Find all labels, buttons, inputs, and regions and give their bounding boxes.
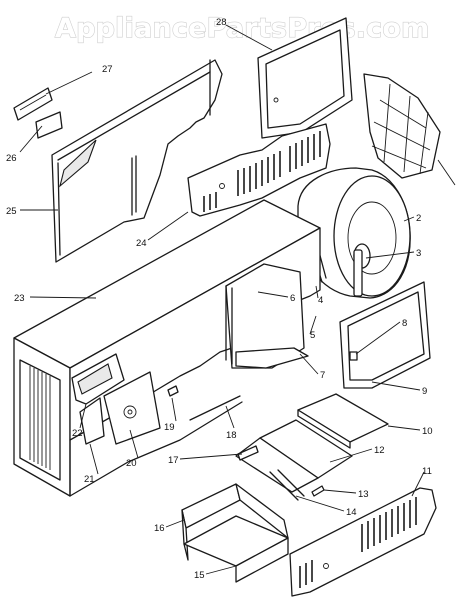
leader-lines [19, 24, 425, 575]
callout-3: 3 [416, 248, 421, 259]
part-28-top-panel [257, 17, 353, 139]
callout-15: 15 [194, 570, 205, 581]
part-21-cover [79, 397, 105, 445]
callout-24: 24 [136, 238, 147, 249]
callout-8: 8 [402, 318, 407, 329]
callout-9: 9 [422, 386, 427, 397]
callout-25: 25 [6, 206, 17, 217]
callout-27: 27 [102, 64, 113, 75]
callout-5: 5 [310, 330, 315, 341]
callout-20: 20 [126, 458, 137, 469]
part-13-fitting [311, 485, 325, 497]
callout-23: 23 [14, 293, 25, 304]
callout-12: 12 [374, 445, 385, 456]
part-16-tray [181, 483, 289, 561]
part-27-plate [13, 87, 53, 121]
callout-6: 6 [290, 293, 295, 304]
part-19-clip [167, 385, 179, 397]
callout-10: 10 [422, 426, 433, 437]
part-3-motor-shaft [353, 249, 363, 297]
part-25-side-panel [51, 59, 223, 263]
part-10-filter [297, 393, 389, 449]
part-20-front-panel [103, 371, 161, 445]
callout-labels: 27 26 28 25 24 2 3 23 4 6 5 7 8 9 10 11 … [6, 17, 433, 581]
part-2-blower-wheel [297, 167, 411, 299]
part-9-access-door [339, 281, 431, 389]
part-8-door-latch [349, 351, 358, 361]
callout-13: 13 [358, 489, 369, 500]
part-24-rear-panel [187, 123, 331, 217]
part-26-plate [35, 111, 63, 139]
callout-28: 28 [216, 17, 227, 28]
part-18-rail [189, 395, 241, 421]
callout-11: 11 [422, 466, 432, 477]
callout-19: 19 [164, 422, 175, 433]
callout-16: 16 [154, 523, 165, 534]
part-17-bracket [237, 445, 259, 461]
callout-17: 17 [168, 455, 179, 466]
callout-2: 2 [416, 213, 421, 224]
part-15-base-tray [183, 515, 289, 583]
part-14-channel [269, 469, 305, 501]
watermark-text: AppliancePartsPros.com [55, 13, 429, 44]
callout-22: 22 [72, 428, 83, 439]
part-22-control-panel [71, 353, 125, 405]
callout-14: 14 [346, 507, 357, 518]
callout-7: 7 [320, 370, 325, 381]
callout-21: 21 [84, 474, 95, 485]
callout-4: 4 [318, 295, 323, 306]
part-11-grille-panel [289, 487, 437, 597]
part-1-grille-panel [363, 73, 456, 186]
callout-26: 26 [6, 153, 17, 164]
callout-18: 18 [226, 430, 237, 441]
